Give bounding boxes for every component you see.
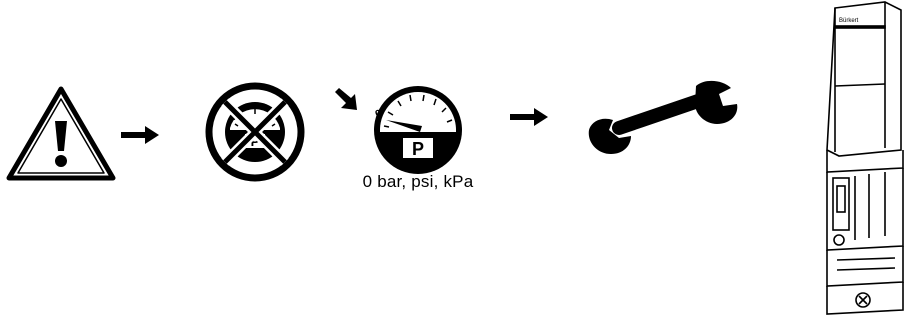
device-brand-label: Bürkert <box>839 18 859 24</box>
pressure-caption: 0 bar, psi, kPa <box>362 172 474 191</box>
no-pressure-letter: P <box>251 134 260 149</box>
gauge-letter: P <box>412 139 424 159</box>
pressure-gauge-icon: P 0 <box>366 80 470 176</box>
warning-icon <box>5 85 117 183</box>
arrow-right-icon <box>510 107 550 127</box>
arrow-right-icon <box>121 125 161 145</box>
arrow-diagonal-icon <box>333 88 361 112</box>
valve-device: Bürkert <box>815 0 905 320</box>
wrench-icon <box>583 78 745 162</box>
no-pressure-icon: P 0 <box>205 82 305 182</box>
gauge-zero-label: 0 <box>373 108 384 121</box>
